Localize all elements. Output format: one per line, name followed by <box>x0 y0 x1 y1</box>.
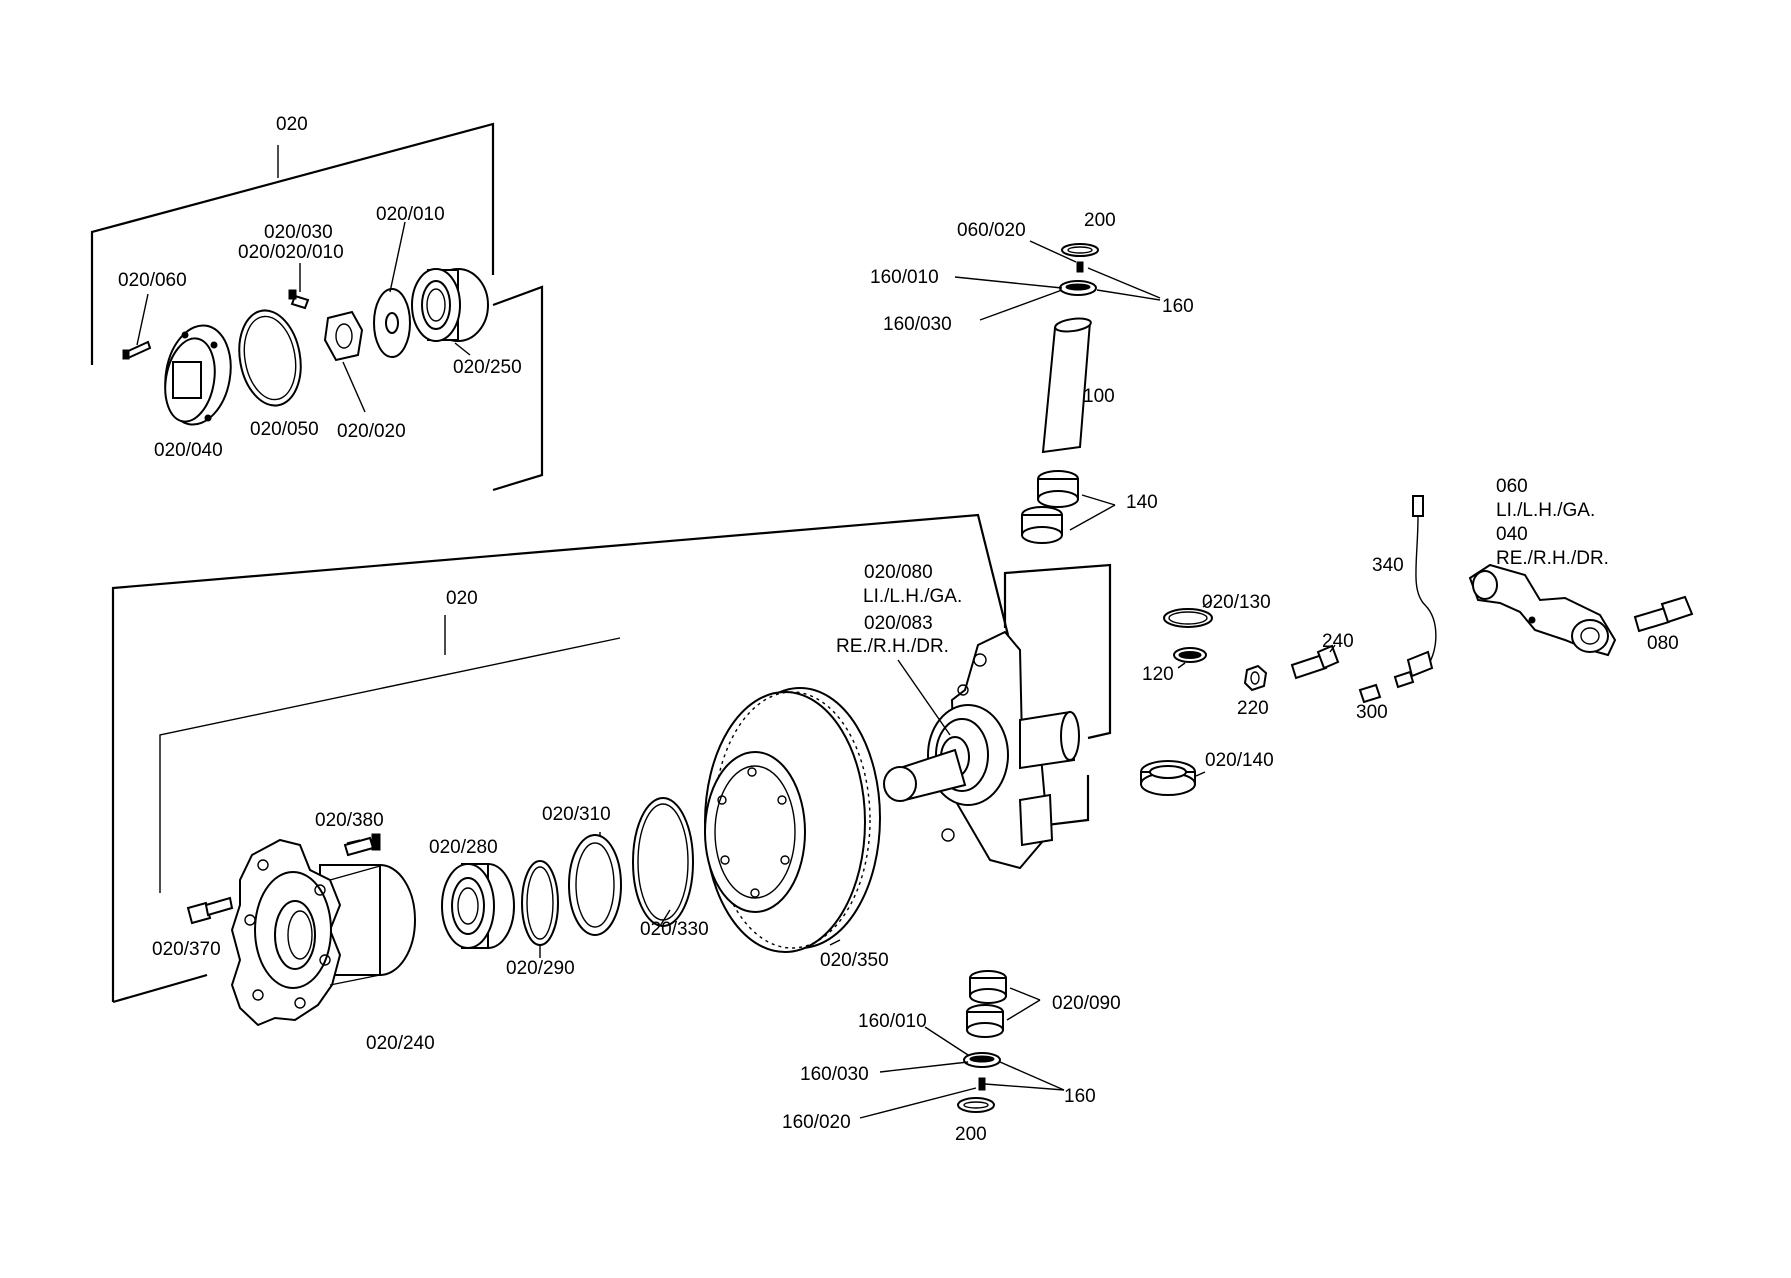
label-060: 060 <box>1496 476 1528 497</box>
label-160-020-bottom: 160/020 <box>782 1112 851 1133</box>
kingpin-bottom-leaders <box>859 987 1065 1119</box>
label-160-bottom: 160 <box>1064 1086 1096 1107</box>
label-020-330: 020/330 <box>640 919 709 940</box>
bolt-080 <box>1633 595 1694 633</box>
lower-group-frame <box>111 513 1010 1004</box>
cover-screw-020-060 <box>122 340 152 360</box>
kingpin-top-leaders <box>954 240 1161 531</box>
label-020-350: 020/350 <box>820 950 889 971</box>
stud-020-380 <box>343 833 381 857</box>
bearing-020-280 <box>441 863 515 949</box>
kingpin-bottom-group <box>957 970 1007 1113</box>
upper-group-leaders <box>136 221 471 413</box>
label-020-060: 020/060 <box>118 270 187 291</box>
sensor-cable-340 <box>1406 495 1437 678</box>
label-020-290: 020/290 <box>506 958 575 979</box>
pin-300 <box>1358 670 1415 704</box>
hub-cover-020-040 <box>164 324 232 426</box>
o-ring-120 <box>1173 647 1207 663</box>
label-020-370: 020/370 <box>152 939 221 960</box>
label-200-top: 200 <box>1084 210 1116 231</box>
label-160-top: 160 <box>1162 296 1194 317</box>
label-020-010: 020/010 <box>376 204 445 225</box>
label-220: 220 <box>1237 698 1269 719</box>
bearing-020-250 <box>411 268 489 342</box>
label-160-030-top: 160/030 <box>883 314 952 335</box>
label-020-020: 020/020 <box>337 421 406 442</box>
steering-arm-060 <box>1468 563 1617 657</box>
screw-020-030 <box>288 289 310 310</box>
label-040: 040 <box>1496 524 1528 545</box>
wheel-hub-020-240 <box>230 838 416 1027</box>
label-li-lh-ga-060: LI./L.H./GA. <box>1496 500 1595 521</box>
ring-020-290 <box>521 860 559 946</box>
brake-disc-020-350 <box>704 687 881 953</box>
label-020-040: 020/040 <box>154 440 223 461</box>
label-080: 080 <box>1647 633 1679 654</box>
lower-group-leaders <box>346 832 841 958</box>
nut-020-020 <box>323 310 364 362</box>
label-300: 300 <box>1356 702 1388 723</box>
label-020-380: 020/380 <box>315 810 384 831</box>
label-020-083: 020/083 <box>864 613 933 634</box>
labels: 020 020/010 020/030 020/020/010 020/060 … <box>118 114 1679 1145</box>
seal-020-130 <box>1163 608 1213 628</box>
label-140: 140 <box>1126 492 1158 513</box>
label-020-020-010: 020/020/010 <box>238 242 344 263</box>
label-020-250: 020/250 <box>453 357 522 378</box>
label-020-140: 020/140 <box>1205 750 1274 771</box>
label-120: 120 <box>1142 664 1174 685</box>
label-160-030-bottom: 160/030 <box>800 1064 869 1085</box>
label-060-020: 060/020 <box>957 220 1026 241</box>
label-020-upper-group: 020 <box>276 114 308 135</box>
label-100: 100 <box>1083 386 1115 407</box>
kingpin-top-group <box>1021 243 1099 544</box>
label-020-240: 020/240 <box>366 1033 435 1054</box>
label-160-010-bottom: 160/010 <box>858 1011 927 1032</box>
bushing-020-140 <box>1140 760 1196 796</box>
label-re-rh-dr-040: RE./R.H./DR. <box>1496 548 1609 569</box>
label-re-rh-dr-083: RE./R.H./DR. <box>836 636 949 657</box>
steering-knuckle-020-080 <box>883 630 1080 870</box>
label-160-010-top: 160/010 <box>870 267 939 288</box>
gasket-020-050 <box>238 309 302 407</box>
label-200-bottom: 200 <box>955 1124 987 1145</box>
nut-220 <box>1243 664 1268 692</box>
washer-020-010 <box>373 288 411 358</box>
label-020-090: 020/090 <box>1052 993 1121 1014</box>
bolt-020-370 <box>186 896 234 925</box>
bolt-240 <box>1290 644 1340 680</box>
label-240: 240 <box>1322 631 1354 652</box>
ring-020-330 <box>632 797 694 927</box>
right-leaders <box>1177 599 1336 777</box>
ring-020-310 <box>568 834 622 936</box>
label-020-280: 020/280 <box>429 837 498 858</box>
label-020-130: 020/130 <box>1202 592 1271 613</box>
label-li-lh-ga-080: LI./L.H./GA. <box>863 586 962 607</box>
upper-group-frame <box>90 122 544 492</box>
label-020-lower-group: 020 <box>446 588 478 609</box>
knuckle-leader <box>897 659 951 736</box>
label-020-080: 020/080 <box>864 562 933 583</box>
label-020-050: 020/050 <box>250 419 319 440</box>
label-020-310: 020/310 <box>542 804 611 825</box>
label-340: 340 <box>1372 555 1404 576</box>
label-020-030: 020/030 <box>264 222 333 243</box>
